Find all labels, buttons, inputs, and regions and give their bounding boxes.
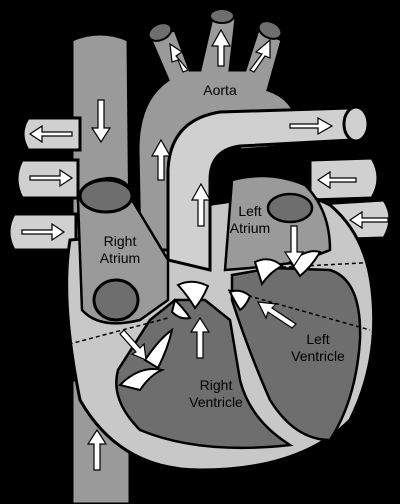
superior-vena-cava-opening bbox=[80, 180, 132, 212]
label-right-atrium-line2: Atrium bbox=[100, 250, 140, 266]
label-left-ventricle-line1: Left bbox=[306, 331, 329, 347]
inferior-vena-cava-opening bbox=[94, 280, 138, 320]
label-left-atrium-line1: Left bbox=[238, 203, 261, 219]
label-left-ventricle-line2: Ventricle bbox=[291, 348, 345, 364]
label-right-ventricle-line1: Right bbox=[200, 377, 233, 393]
pulmonary-vein-opening bbox=[268, 194, 312, 222]
label-aorta: Aorta bbox=[203, 82, 237, 98]
label-right-atrium-line1: Right bbox=[104, 233, 137, 249]
pulmonary-artery-end bbox=[344, 107, 368, 141]
label-left-atrium-line2: Atrium bbox=[230, 220, 270, 236]
label-right-ventricle-line2: Ventricle bbox=[189, 394, 243, 410]
